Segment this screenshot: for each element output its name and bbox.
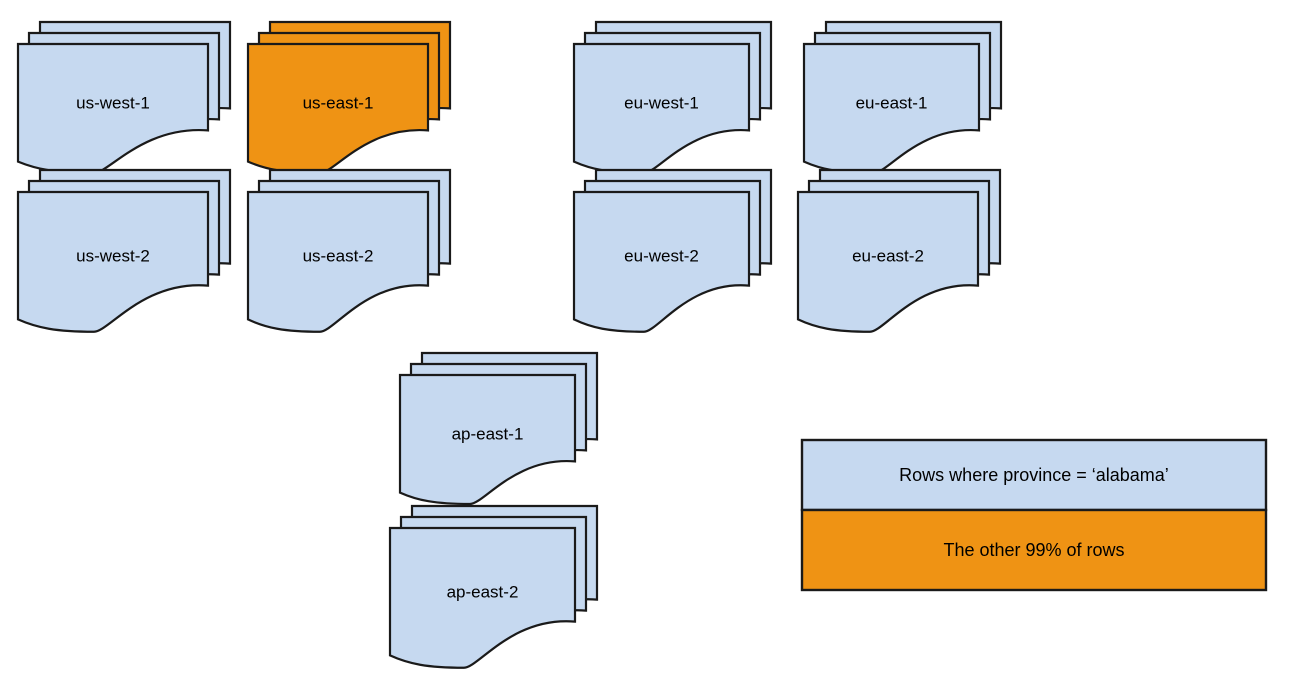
region-label-ap-east-1: ap-east-1	[452, 424, 524, 443]
legend-row-legend-highlight: The other 99% of rows	[800, 508, 1268, 592]
region-stack-layer-front[interactable]	[796, 190, 980, 333]
region-label-us-east-2: us-east-2	[303, 246, 374, 265]
region-label-eu-west-2: eu-west-2	[624, 246, 699, 265]
legend-label-legend-normal: Rows where province = ‘alabama’	[899, 465, 1169, 485]
legend-row-legend-normal: Rows where province = ‘alabama’	[800, 438, 1268, 512]
region-label-eu-east-2: eu-east-2	[852, 246, 924, 265]
region-stack-layer-front[interactable]	[572, 190, 751, 333]
region-stack-eu-west-1[interactable]: eu-west-1	[572, 20, 773, 175]
region-stack-layer-front[interactable]	[398, 373, 577, 506]
legend-swatch-legend-highlight	[800, 508, 1268, 592]
region-stack-eu-east-1[interactable]: eu-east-1	[802, 20, 1003, 175]
legend-swatch-legend-normal	[800, 438, 1268, 512]
region-stacks-group: us-west-1 us-east-1 eu-west-1 eu-east-1 us-w…	[16, 20, 1003, 669]
region-label-eu-west-1: eu-west-1	[624, 93, 699, 112]
region-stack-eu-west-2[interactable]: eu-west-2	[572, 168, 773, 333]
region-stack-us-east-1[interactable]: us-east-1	[246, 20, 452, 175]
region-stack-layer-front[interactable]	[388, 526, 577, 669]
region-stack-layer-front[interactable]	[16, 190, 210, 333]
region-label-us-west-1: us-west-1	[76, 93, 150, 112]
region-label-us-east-1: us-east-1	[303, 93, 374, 112]
legend-group: Rows where province = ‘alabama’ The other…	[800, 438, 1268, 592]
region-stack-us-west-1[interactable]: us-west-1	[16, 20, 232, 175]
region-stack-us-east-2[interactable]: us-east-2	[246, 168, 452, 333]
region-stack-us-west-2[interactable]: us-west-2	[16, 168, 232, 333]
region-stack-eu-east-2[interactable]: eu-east-2	[796, 168, 1002, 333]
legend-label-legend-highlight: The other 99% of rows	[943, 540, 1124, 560]
region-label-eu-east-1: eu-east-1	[856, 93, 928, 112]
region-stack-layer-front[interactable]	[246, 190, 430, 333]
region-stack-ap-east-2[interactable]: ap-east-2	[388, 504, 599, 669]
region-label-ap-east-2: ap-east-2	[447, 582, 519, 601]
region-stack-ap-east-1[interactable]: ap-east-1	[398, 351, 599, 506]
region-label-us-west-2: us-west-2	[76, 246, 150, 265]
